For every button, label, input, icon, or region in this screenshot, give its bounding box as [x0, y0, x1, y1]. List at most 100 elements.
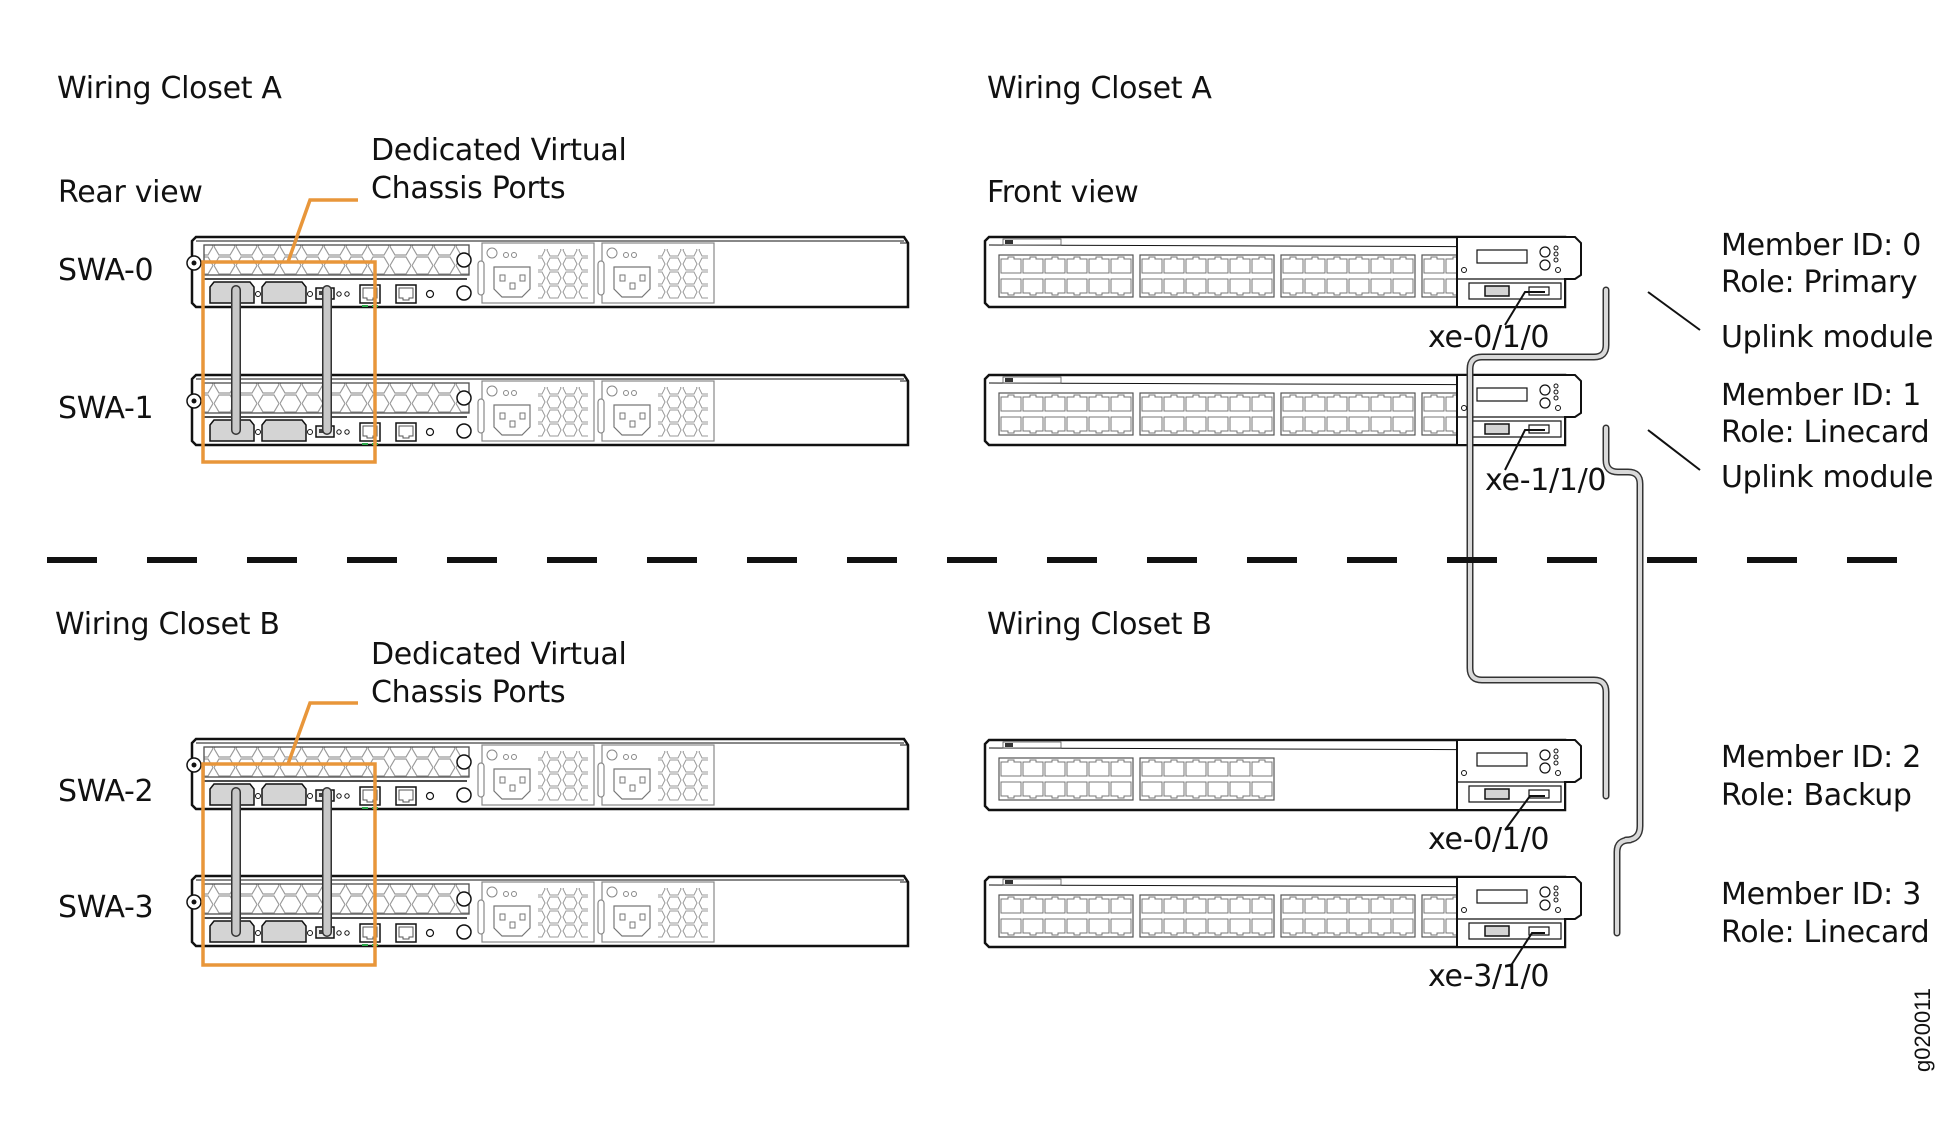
divider-dash	[1147, 557, 1197, 563]
psu-fan-grille	[538, 249, 588, 299]
lcd-display	[1476, 752, 1528, 767]
member-2-role: Role: Backup	[1721, 778, 1912, 813]
ethernet-port	[1022, 256, 1044, 274]
port-block-1	[1139, 757, 1275, 801]
ethernet-port	[1185, 256, 1207, 274]
status-led	[1553, 897, 1559, 903]
screw-icon	[456, 787, 472, 803]
ethernet-port	[1022, 781, 1044, 799]
front-view-label: Front view	[987, 175, 1139, 210]
port-block-1	[1139, 254, 1275, 298]
power-supply-0	[477, 380, 595, 442]
ethernet-port	[1423, 896, 1445, 914]
psu-fan-grille	[538, 751, 588, 801]
vc-port-1	[261, 419, 307, 442]
leader-member-3-port	[1509, 932, 1545, 968]
ethernet-port	[1088, 918, 1110, 936]
psu-handle	[597, 899, 605, 935]
psu-fan-grille	[658, 888, 708, 938]
closet-divider	[47, 557, 1897, 563]
front-switch-group	[983, 235, 1582, 949]
divider-dash	[1347, 557, 1397, 563]
ethernet-port	[1185, 394, 1207, 412]
ethernet-port	[1022, 896, 1044, 914]
status-led	[1553, 885, 1559, 891]
power-inlet-icon	[613, 905, 651, 937]
right-closet-a-title: Wiring Closet A	[987, 71, 1212, 106]
ethernet-port	[1185, 918, 1207, 936]
leader-member-1-port	[1504, 429, 1545, 471]
ethernet-port	[1022, 416, 1044, 434]
rear-switch-swa-3	[186, 874, 910, 948]
status-led	[1553, 760, 1559, 766]
ethernet-port	[1370, 896, 1392, 914]
rear-switch-swa-0	[186, 235, 910, 309]
ethernet-port	[1141, 896, 1163, 914]
divider-dash	[747, 557, 797, 563]
screw-icon	[1461, 770, 1467, 776]
ethernet-port	[1392, 896, 1414, 914]
port-block-2	[1280, 392, 1416, 436]
ethernet-port	[1066, 896, 1088, 914]
ethernet-port	[1000, 759, 1022, 777]
ethernet-port	[1282, 394, 1304, 412]
screw-icon	[486, 749, 498, 761]
rear-switch-swa-1	[186, 373, 910, 447]
member-1-role: Role: Linecard	[1721, 415, 1930, 450]
ethernet-port	[1326, 394, 1348, 412]
divider-dash	[1547, 557, 1597, 563]
vent-mesh	[203, 382, 470, 414]
status-led	[1553, 891, 1559, 897]
front-switch-member-1	[983, 373, 1582, 447]
ethernet-port	[1163, 918, 1185, 936]
ethernet-port	[1141, 781, 1163, 799]
ethernet-port	[1110, 759, 1132, 777]
power-inlet-icon	[613, 768, 651, 800]
ethernet-port	[1304, 896, 1326, 914]
port-block-0	[998, 894, 1134, 938]
switch-label-swa-0: SWA-0	[58, 253, 154, 288]
ethernet-port	[1000, 896, 1022, 914]
ethernet-port	[1044, 256, 1066, 274]
ethernet-port	[1163, 416, 1185, 434]
ethernet-port	[1348, 278, 1370, 296]
psu-fan-grille	[658, 249, 708, 299]
port-block-0	[998, 392, 1134, 436]
cable-group	[231, 285, 1644, 937]
callout-group	[201, 198, 1701, 968]
ethernet-port	[1066, 256, 1088, 274]
port-block-1	[1139, 894, 1275, 938]
divider-dash	[1647, 557, 1697, 563]
ethernet-port	[1229, 896, 1251, 914]
ethernet-port	[1141, 416, 1163, 434]
ethernet-port	[1066, 918, 1088, 936]
ethernet-port	[1141, 278, 1163, 296]
ethernet-port	[1326, 416, 1348, 434]
ethernet-port	[1141, 394, 1163, 412]
vc-ports-leader	[286, 701, 358, 765]
ethernet-port	[1370, 416, 1392, 434]
power-supply-0	[477, 881, 595, 943]
ethernet-port	[1044, 759, 1066, 777]
left-closet-b-title: Wiring Closet B	[55, 607, 280, 642]
screw-icon	[606, 886, 618, 898]
rear-switch-swa-2	[186, 737, 910, 811]
ethernet-port	[1110, 781, 1132, 799]
sfp-port-xe-1-0	[1484, 925, 1510, 937]
screw-icon	[1555, 267, 1561, 273]
psu-handle	[597, 260, 605, 296]
switch-label-swa-2: SWA-2	[58, 774, 154, 809]
ethernet-port	[1163, 759, 1185, 777]
ethernet-port	[1066, 416, 1088, 434]
ethernet-port	[1229, 781, 1251, 799]
brand-logo	[1002, 238, 1062, 246]
vc-ports-callout-b-line2: Chassis Ports	[371, 675, 566, 710]
port-block-2	[1280, 894, 1416, 938]
ethernet-port	[1000, 416, 1022, 434]
uplink-cable-m0-to-m2	[1468, 288, 1608, 798]
port-block-1	[1139, 392, 1275, 436]
screw-icon	[1555, 770, 1561, 776]
ethernet-port	[1207, 278, 1229, 296]
ethernet-port	[1163, 896, 1185, 914]
status-led	[1553, 395, 1559, 401]
